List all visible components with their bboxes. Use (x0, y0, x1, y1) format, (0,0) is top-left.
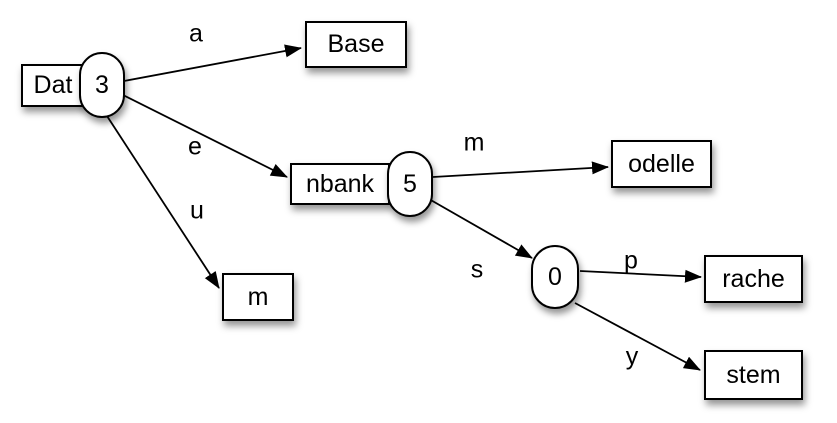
node-rache-label: rache (722, 264, 785, 293)
node-stem-box: stem (704, 350, 803, 400)
node-rache-box: rache (704, 255, 803, 303)
edge-label-m: m (463, 128, 485, 157)
node-nbank-label: nbank (305, 169, 375, 198)
node-dat-count: 3 (95, 70, 109, 99)
node-nbank-count-oval: 5 (387, 151, 433, 217)
node-base-box: Base (305, 21, 407, 68)
node-m-box: m (222, 273, 294, 321)
node-zero-count-oval: 0 (531, 245, 579, 309)
edge-label-s: s (470, 255, 484, 284)
node-dat-box: Dat (21, 64, 85, 107)
node-m-label: m (247, 282, 269, 311)
edge-label-p: p (624, 246, 638, 275)
edge-label-e: e (188, 132, 202, 161)
edge-u-arrow (106, 115, 220, 289)
edge-label-a: a (189, 19, 203, 48)
node-nbank-count: 5 (403, 169, 417, 198)
edge-m-arrow (432, 161, 609, 178)
node-dat-count-oval: 3 (79, 52, 125, 118)
edge-a-arrow (123, 44, 302, 82)
node-odelle-label: odelle (628, 149, 695, 178)
node-nbank-box: nbank (290, 163, 390, 205)
node-stem-label: stem (726, 360, 781, 389)
edge-s-arrow (428, 198, 533, 259)
edge-y-arrow (574, 302, 701, 371)
node-base-label: Base (327, 30, 385, 58)
edge-p-arrow (579, 269, 702, 283)
edge-label-u: u (190, 196, 204, 225)
node-dat-label: Dat (33, 71, 73, 99)
edge-e-arrow (122, 94, 288, 178)
node-odelle-box: odelle (611, 140, 712, 188)
node-zero-count: 0 (548, 262, 562, 291)
edge-label-y: y (625, 342, 639, 371)
